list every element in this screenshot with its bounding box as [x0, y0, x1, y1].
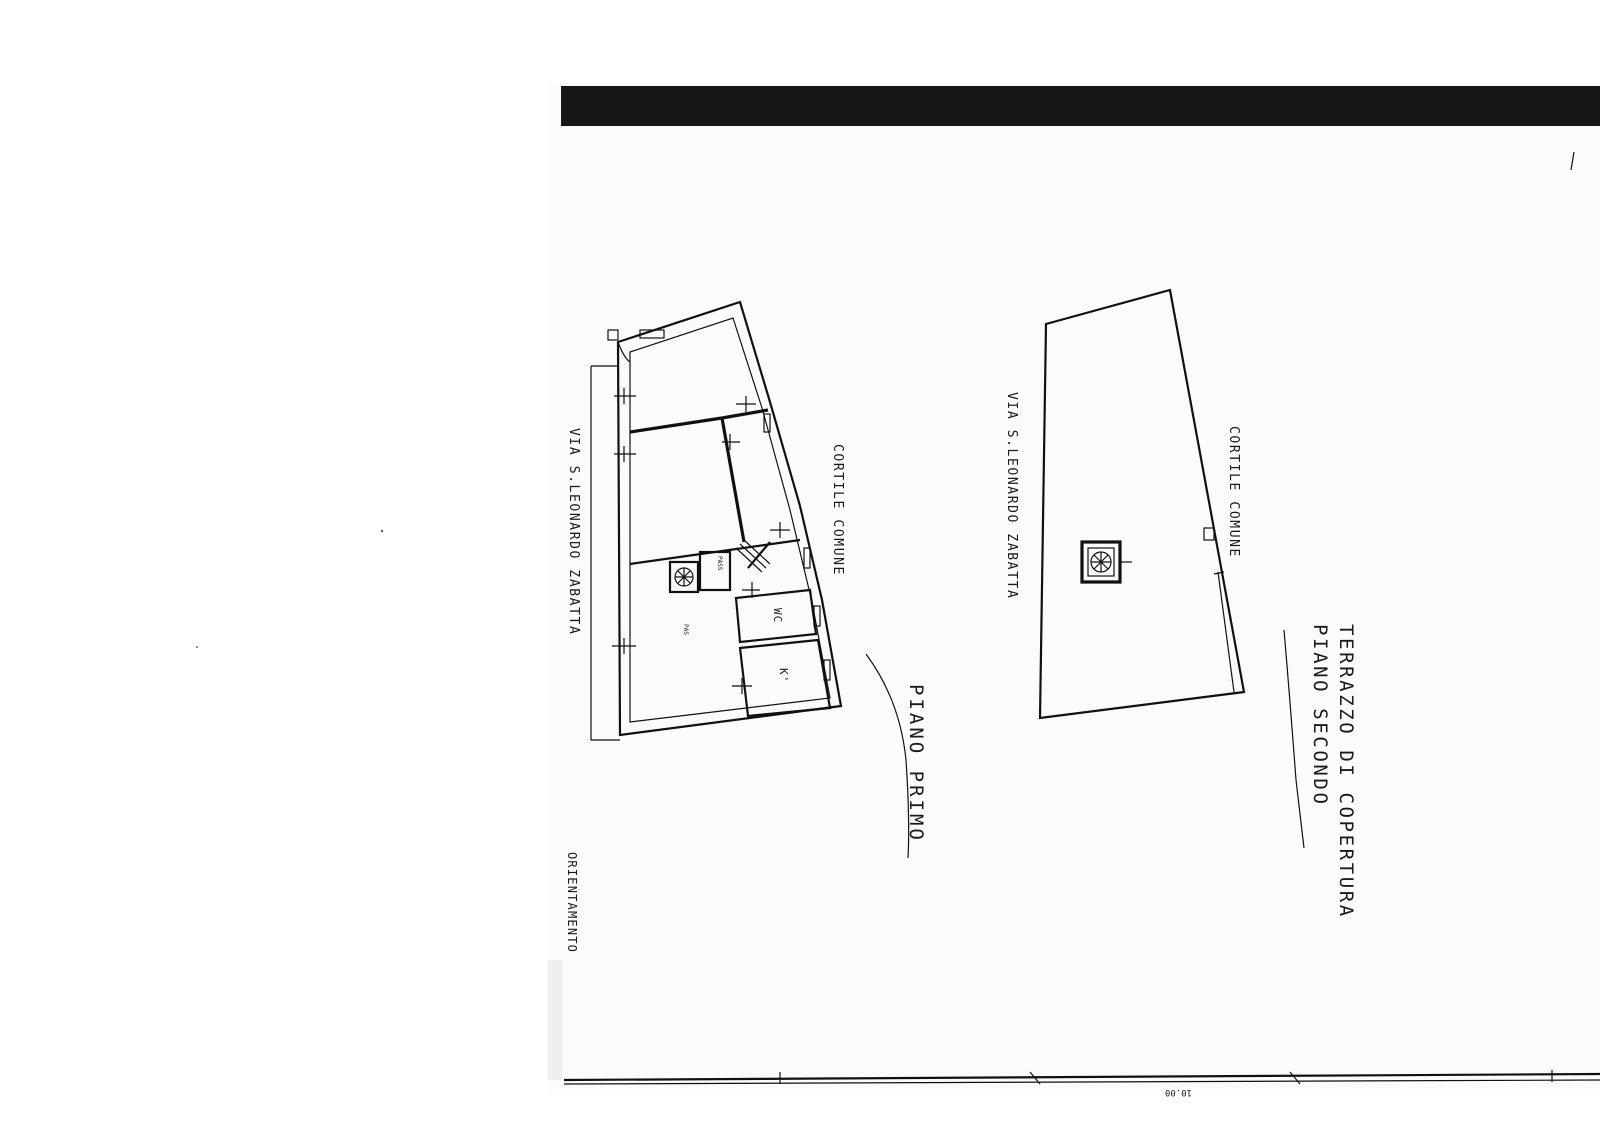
- stair-arrow: [747, 541, 771, 569]
- label-terrazzo-line2: PIANO SECONDO: [1309, 624, 1331, 807]
- label-room-small-1: PAS: [682, 624, 689, 635]
- service-block: [668, 560, 700, 594]
- room-k-walls: [738, 638, 832, 718]
- plan-terrazzo-copertura: VIA S.LEONARDO ZABATTA CORTILE COMUNE TE…: [1004, 288, 1357, 919]
- fan-blade: [1093, 554, 1109, 570]
- inner-wall: [629, 317, 831, 723]
- label-cortile-left: CORTILE COMUNE: [830, 444, 845, 576]
- dimension-line: 10.00: [563, 1070, 1600, 1097]
- annotation-curve: [865, 653, 910, 859]
- partition: [629, 416, 723, 434]
- terrazzo-small-box: [1203, 527, 1215, 541]
- stair-line: [739, 543, 767, 569]
- dimension-main-2: [563, 1079, 1600, 1085]
- scan-mark: [1570, 151, 1575, 171]
- scan-dot: [380, 529, 384, 533]
- window: [607, 329, 619, 341]
- outer-wall: [616, 300, 843, 737]
- window: [763, 413, 771, 433]
- terrazzo-outline: [1038, 288, 1246, 720]
- scan-dot: [196, 646, 198, 648]
- label-cortile-right: CORTILE COMUNE: [1226, 426, 1241, 558]
- annotation-curve: [1283, 629, 1305, 849]
- terrazzo-tick: [1213, 571, 1225, 575]
- room-wc-walls: [734, 588, 818, 644]
- dimension-tick: [1289, 1071, 1301, 1085]
- label-orientamento: ORIENTAMENTO: [565, 852, 579, 953]
- window: [803, 547, 811, 569]
- top-window: [639, 329, 665, 339]
- terrazzo-inner-edge: [1217, 571, 1235, 693]
- label-room-k: K': [777, 668, 790, 683]
- dimension-main: [563, 1072, 1600, 1082]
- dimension-caption: 10.00: [1165, 1087, 1192, 1097]
- window: [823, 659, 831, 681]
- window: [813, 605, 821, 627]
- stair-line: [743, 539, 771, 565]
- plan-piano-primo: VIA S.LEONARDO ZABATTA CORTILE COMUNE PI…: [565, 300, 927, 953]
- chimney-inner: [1087, 547, 1115, 577]
- label-piano-primo: PIANO PRIMO: [905, 684, 927, 843]
- label-via-left: VIA S.LEONARDO ZABATTA: [566, 428, 581, 635]
- label-room-wc: WC: [771, 608, 784, 623]
- partition: [721, 408, 769, 420]
- label-terrazzo-line1: TERRAZZO DI COPERTURA: [1335, 624, 1357, 919]
- partition-vertical: [720, 417, 746, 543]
- label-via-right: VIA S.LEONARDO ZABATTA: [1004, 392, 1019, 599]
- paper-edge-shadow: [548, 960, 562, 1080]
- label-room-small-2: PASS: [716, 556, 723, 571]
- stair-line: [735, 547, 763, 573]
- fan-blade: [677, 570, 691, 584]
- header-band: [561, 86, 1600, 126]
- stair-box: [698, 550, 732, 592]
- dimension-tick: [1029, 1071, 1041, 1085]
- paper-shadow: [548, 84, 1600, 1089]
- corner-curve: [617, 341, 631, 363]
